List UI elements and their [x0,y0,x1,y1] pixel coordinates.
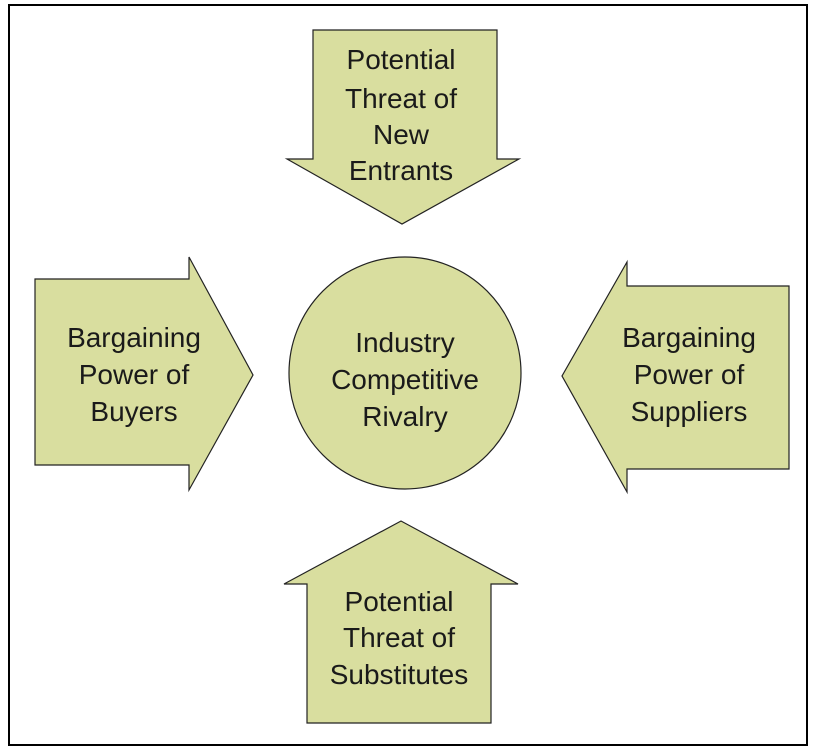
top-line-4: Entrants [349,155,453,186]
bottom-line-2: Threat of [343,622,455,653]
top-arrow-shape [284,29,522,225]
center-node: Industry Competitive Rivalry [288,256,522,490]
top-arrow-new-entrants: Potential Threat of New Entrants [284,29,522,225]
bottom-line-1: Potential [345,586,454,617]
right-line-3: Suppliers [631,396,748,427]
center-circle [288,256,522,490]
left-arrow-buyers: Bargaining Power of Buyers [34,256,254,493]
bottom-line-3: Substitutes [330,659,469,690]
center-line-3: Rivalry [362,401,448,432]
left-line-3: Buyers [90,396,177,427]
center-line-2: Competitive [331,364,479,395]
bottom-arrow-shape [283,520,519,724]
right-line-1: Bargaining [622,322,756,353]
left-line-2: Power of [79,359,190,390]
right-line-2: Power of [634,359,745,390]
right-arrow-shape [561,259,790,495]
top-line-1: Potential [347,44,456,75]
left-line-1: Bargaining [67,322,201,353]
top-line-2: Threat of [345,83,457,114]
top-line-3: New [373,119,430,150]
center-line-1: Industry [355,327,455,358]
left-arrow-shape [34,256,254,493]
bottom-arrow-substitutes: Potential Threat of Substitutes [283,520,519,724]
right-arrow-suppliers: Bargaining Power of Suppliers [561,259,790,495]
